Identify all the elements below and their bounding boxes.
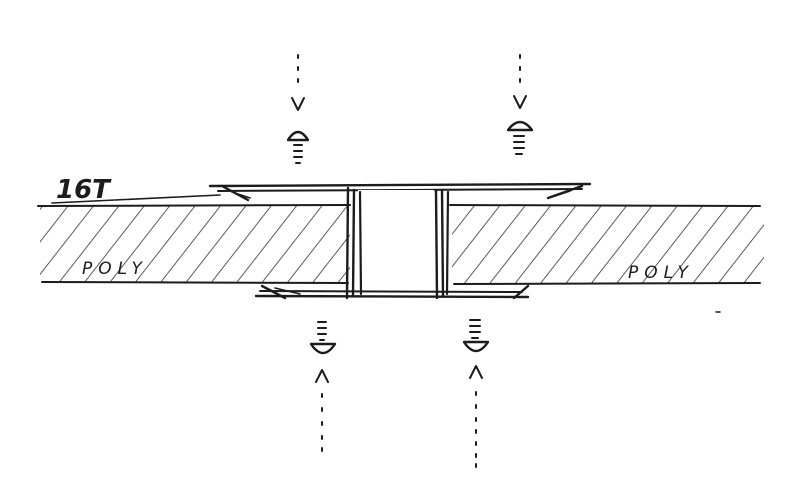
screw-icon <box>286 54 310 164</box>
material-label-right: POLY <box>628 263 694 283</box>
poly-panel-left <box>37 204 351 284</box>
material-label-left: POLY <box>82 259 148 279</box>
poly-panel-right <box>449 204 764 285</box>
screw-icon <box>462 319 490 468</box>
screw-icon <box>309 321 337 452</box>
sleeve-opening <box>345 186 450 300</box>
bottom-flange <box>254 284 530 300</box>
screw-icon <box>506 54 534 155</box>
gauge-label: 16T <box>56 175 112 205</box>
gauge-leader <box>51 194 221 204</box>
